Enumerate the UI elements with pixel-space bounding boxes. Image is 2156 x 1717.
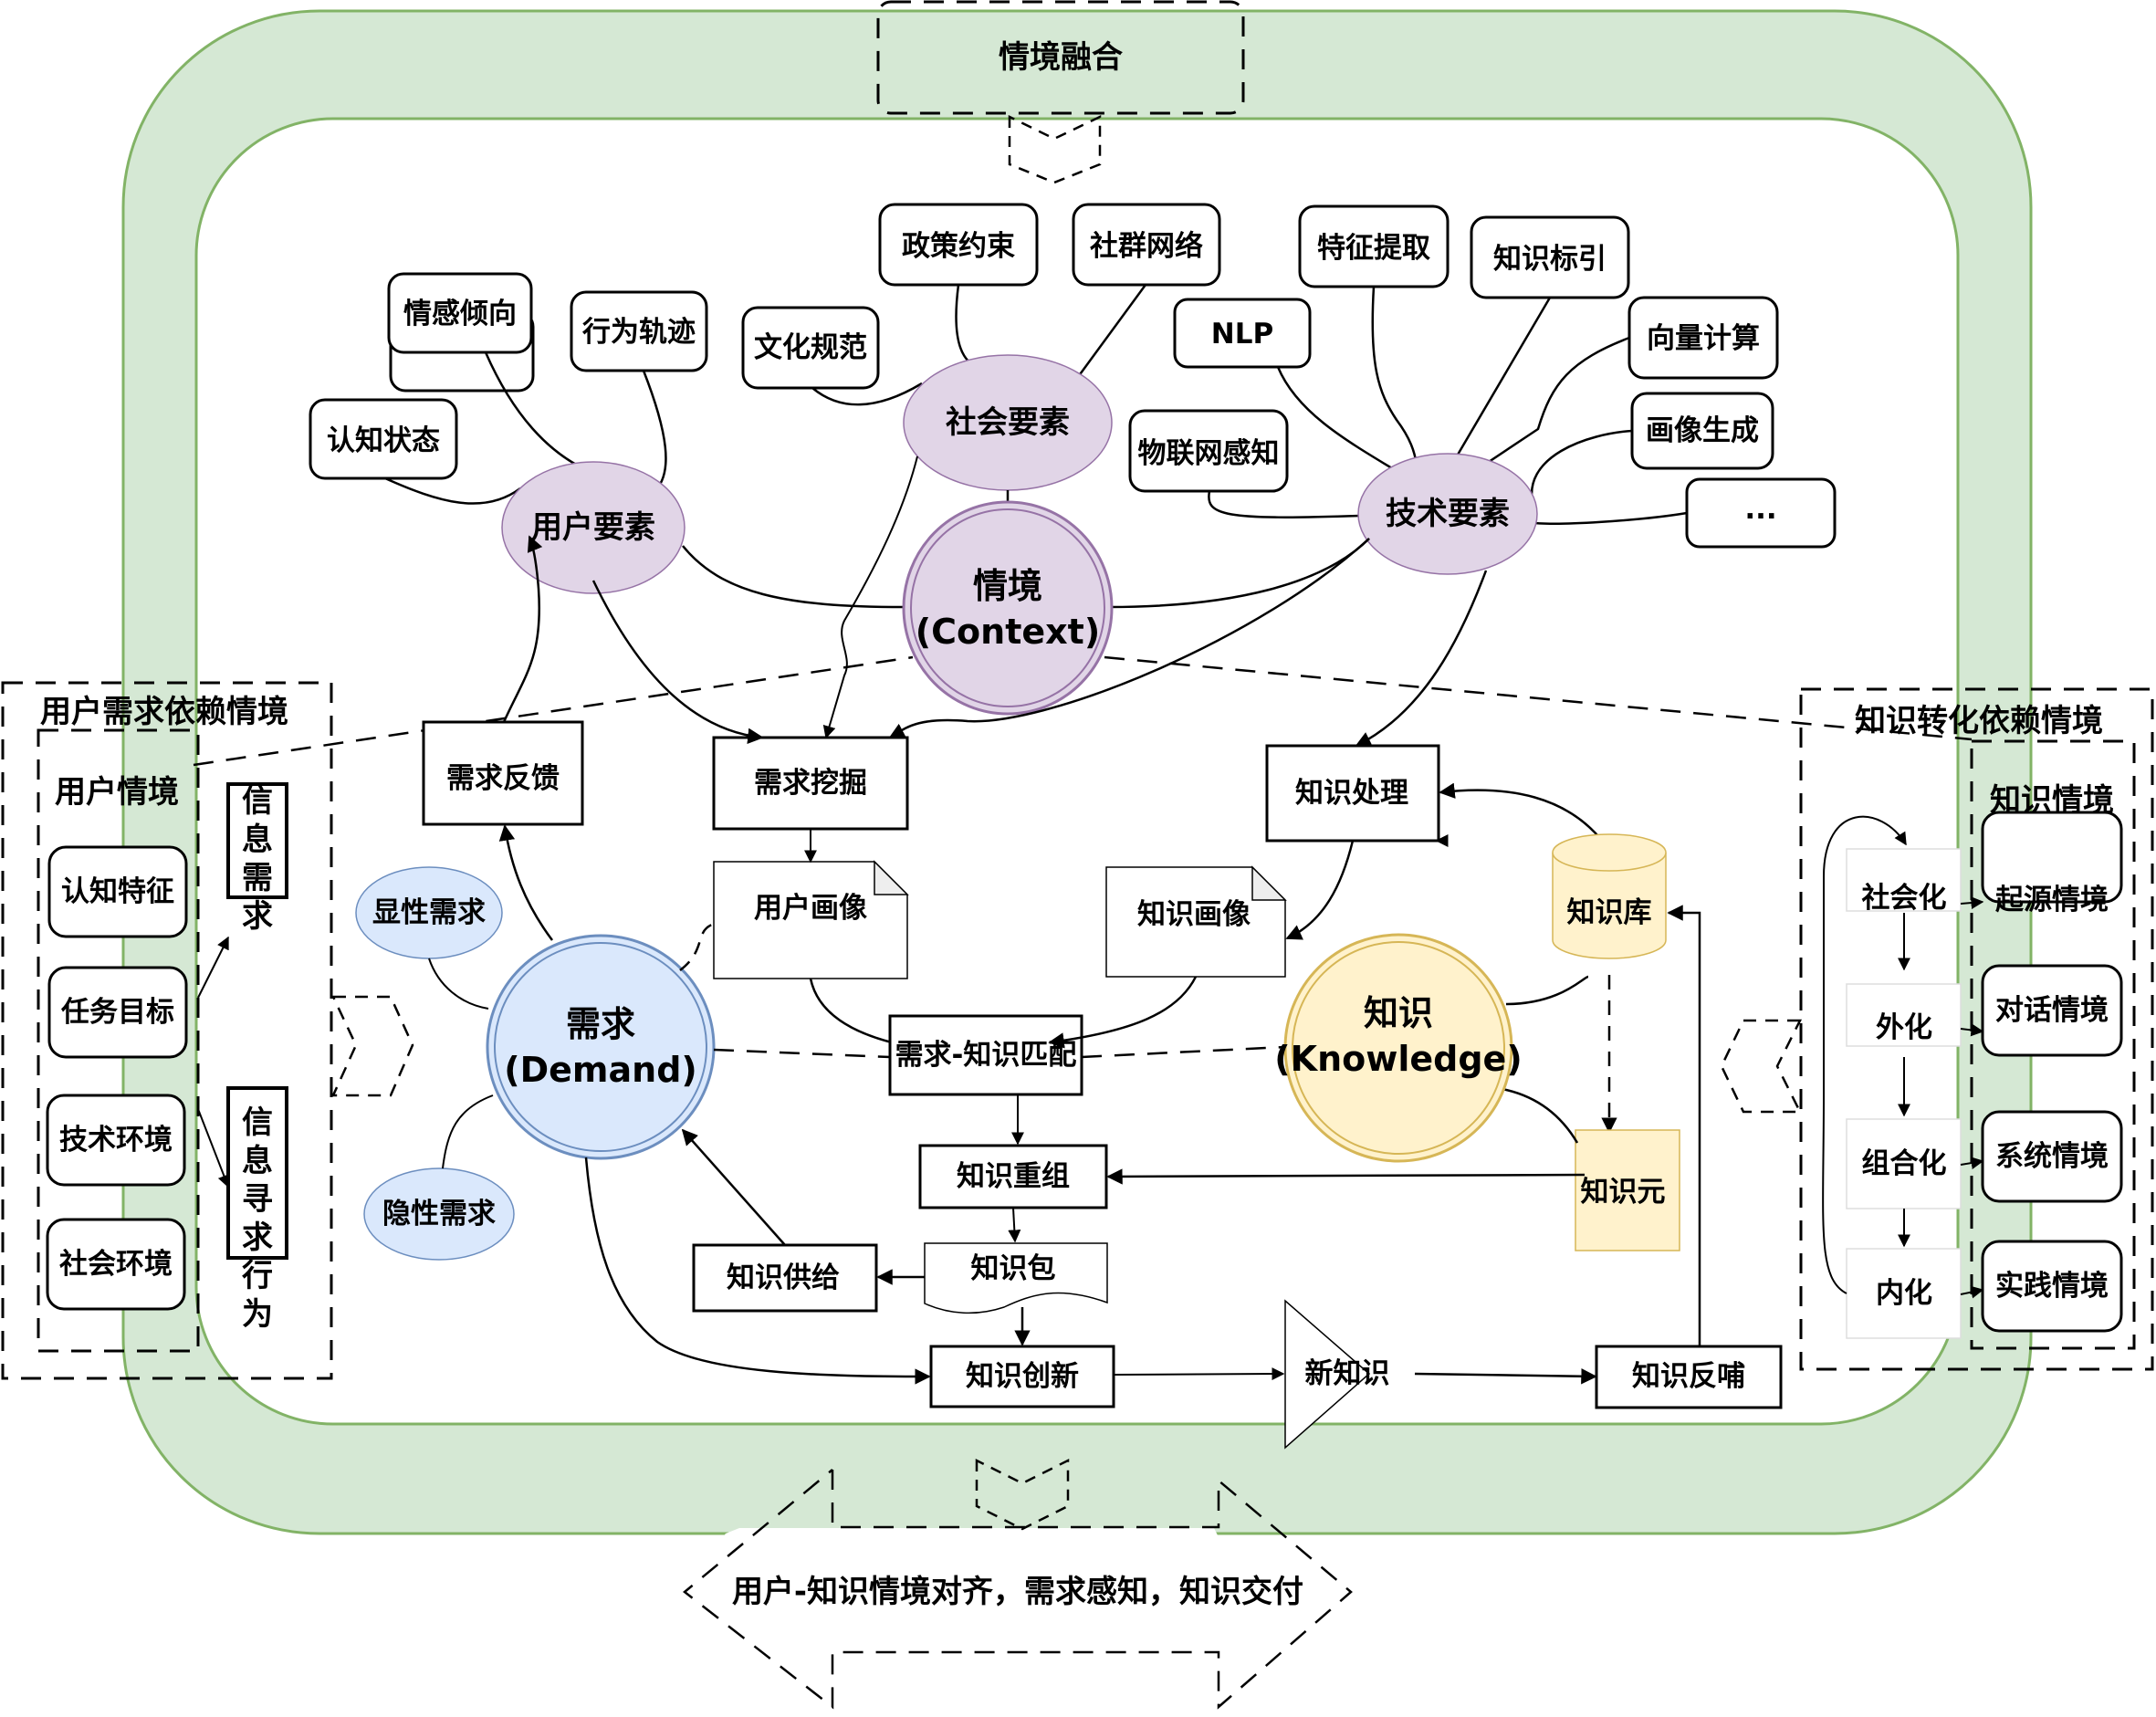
demand-types: 显性需求 隐性需求: [355, 824, 715, 1261]
svg-text:求: 求: [242, 898, 273, 935]
stage-socialization: 社会化: [1862, 882, 1947, 915]
knowledge-label-en: (Knowledge): [1274, 1039, 1522, 1079]
matching-chain: 需求-知识匹配 知识重组 知识包 知识供给 知识创新 新知识 知识反哺: [584, 905, 1783, 1450]
svg-text:行: 行: [242, 1258, 273, 1294]
down-chevron-icon: [1008, 114, 1102, 184]
svg-text:需: 需: [242, 860, 273, 896]
knowledge-backfeed: 知识反哺: [1632, 1360, 1745, 1393]
svg-text:寻: 寻: [242, 1181, 273, 1218]
demand-core: 需求 (Demand): [486, 934, 716, 1160]
tech-item-more: ...: [1744, 493, 1776, 526]
right-chevron-icon: [331, 995, 414, 1097]
user-item-behavior: 行为轨迹: [581, 316, 696, 349]
stage-internalization: 内化: [1876, 1277, 1932, 1310]
social-element-cluster: 政策约束 社群网络 文化规范 社会要素: [741, 203, 1221, 491]
social-element: 社会要素: [946, 404, 1070, 441]
knowledge-processing: 知识处理: [1295, 777, 1408, 810]
right-panel-title: 知识转化依赖情境: [1855, 703, 2103, 739]
explicit-demand: 显性需求: [372, 896, 486, 929]
context-label-en: (Context): [916, 612, 1100, 652]
user-context-items: 认知特征 任务目标 技术环境 社会环境: [46, 845, 188, 1311]
info-need-box: 信 息 需 求: [226, 782, 288, 935]
context-origin: 起源情境: [1995, 884, 2109, 916]
context-dialogue: 对话情境: [1995, 994, 2109, 1027]
context-label: 情境: [973, 566, 1042, 606]
user-element-cluster: 情感倾向 行为轨迹 认知状态 用户要素: [309, 272, 708, 594]
knowledge-process: 知识处理 知识画像 知识库 知识元: [1048, 570, 1680, 1251]
user-context-title: 用户情境: [55, 774, 179, 811]
tech-item-nlp: NLP: [1211, 318, 1273, 351]
knowledge-package: 知识包: [971, 1252, 1056, 1285]
demand-feedback: 需求反馈: [446, 762, 560, 795]
social-item-network: 社群网络: [1090, 230, 1203, 263]
context-fusion-ring: [121, 9, 2033, 1535]
new-knowledge: 新知识: [1305, 1357, 1390, 1390]
bottom-banner: 用户-知识情境对齐，需求感知，知识交付: [680, 1458, 1353, 1710]
stage-combination: 组合化: [1862, 1147, 1947, 1180]
user-item-emotion: 情感倾向: [403, 298, 517, 330]
left-chevron-icon: [1720, 1019, 1803, 1114]
svg-text:信: 信: [242, 1105, 273, 1141]
knowledge-supply: 知识供给: [727, 1262, 840, 1294]
tech-item-portrait-gen: 画像生成: [1646, 414, 1759, 447]
knowledge-restructure: 知识重组: [957, 1160, 1070, 1193]
demand-label-en: (Demand): [504, 1050, 697, 1090]
context-system: 系统情境: [1995, 1140, 2109, 1173]
svg-text:信: 信: [242, 783, 273, 820]
user-context-item: 任务目标: [60, 996, 174, 1029]
knowledge-label: 知识: [1364, 993, 1433, 1033]
tech-item-vector: 向量计算: [1647, 322, 1760, 355]
tech-item-feature-extraction: 特征提取: [1317, 232, 1430, 265]
knowledge-contexts: 起源情境 对话情境 系统情境 实践情境: [1960, 811, 2123, 1333]
svg-text:知识元: 知识元: [1581, 1176, 1666, 1209]
seci-stages: 社会化 外化 组合化 内化: [1822, 815, 1962, 1339]
knowledge-base: 知识库: [1552, 833, 1667, 959]
knowledge-innovation: 知识创新: [966, 1360, 1079, 1393]
knowledge-unit: 知识元: [1575, 1129, 1680, 1251]
knowledge-core: 知识 (Knowledge): [1274, 933, 1589, 1163]
svg-text:知识库: 知识库: [1567, 896, 1652, 929]
tech-item-knowledge-index: 知识标引: [1493, 243, 1607, 276]
context-core: 情境 (Context): [682, 490, 1370, 716]
demand-label: 需求: [566, 1004, 635, 1044]
tech-element: 技术要素: [1386, 496, 1510, 532]
implicit-demand: 隐性需求: [382, 1198, 496, 1230]
user-context-item: 社会环境: [59, 1248, 173, 1281]
tech-element-cluster: 特征提取 知识标引 NLP 向量计算 物联网感知 画像生成 ... 技术要素: [1128, 204, 1837, 575]
user-context-item: 技术环境: [59, 1124, 173, 1157]
context-fusion-title: 情境融合: [999, 39, 1123, 76]
demand-process: 需求反馈 需求挖掘 用户画像: [422, 455, 1370, 1062]
stage-externalization: 外化: [1876, 1011, 1932, 1044]
social-item-culture: 文化规范: [754, 331, 867, 364]
svg-text:为: 为: [242, 1296, 273, 1333]
demand-mining: 需求挖掘: [754, 767, 867, 800]
user-context-item: 认知特征: [61, 875, 174, 908]
svg-text:求: 求: [242, 1220, 273, 1256]
tech-item-iot: 物联网感知: [1138, 437, 1280, 470]
right-panel-knowledge-conversion-context: 知识转化依赖情境 知识情境 社会化 外化 组合化 内化 起源情境 对话情境 系统…: [1799, 687, 2154, 1371]
info-seeking-behavior-box: 信 息 寻 求 行 为: [226, 1086, 288, 1333]
left-panel-title: 用户需求依赖情境: [40, 694, 288, 730]
svg-text:息: 息: [242, 1143, 273, 1179]
context-fusion-title-box: 情境融合: [876, 0, 1245, 115]
user-item-cognition: 认知状态: [327, 424, 440, 457]
svg-text:息: 息: [242, 822, 273, 858]
knowledge-portrait: 知识画像: [1137, 898, 1251, 931]
context-practice: 实践情境: [1995, 1270, 2109, 1303]
user-element: 用户要素: [531, 509, 655, 546]
user-portrait: 用户画像: [754, 892, 867, 925]
demand-knowledge-matching: 需求-知识匹配: [895, 1039, 1077, 1072]
social-item-policy: 政策约束: [902, 230, 1015, 263]
left-panel-user-demand-context: 用户需求依赖情境 用户情境 认知特征 任务目标 技术环境 社会环境 信 息 需 …: [1, 681, 333, 1380]
bottom-banner-text: 用户-知识情境对齐，需求感知，知识交付: [732, 1574, 1303, 1610]
